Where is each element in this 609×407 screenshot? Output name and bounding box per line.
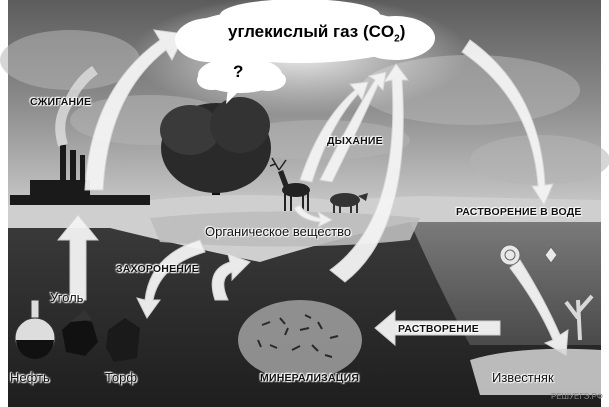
label-organic-matter: Органическое вещество: [205, 224, 352, 239]
arrow-to-organic: [293, 204, 334, 229]
coal-icon: [62, 310, 98, 356]
process-arrows: [56, 29, 569, 356]
coral-icon: [564, 294, 594, 341]
shells-icon: [499, 244, 558, 266]
peat-icon: [106, 318, 140, 362]
co2-subscript: 2: [394, 33, 400, 45]
arrow-dissolution: [374, 309, 501, 347]
bacteria-icon: [257, 314, 339, 358]
arrow-fuel-up: [56, 214, 100, 301]
label-burial: ЗАХОРОНЕНИЕ: [116, 263, 200, 275]
arrow-dissolution-water: [461, 39, 554, 207]
label-mineralization: МИНЕРАЛИЗАЦИЯ: [260, 372, 360, 384]
arrow-respiration-1: [299, 81, 369, 183]
co2-text: углекислый газ (CO: [228, 22, 395, 41]
question-mark: ?: [233, 62, 244, 81]
wolf-icon: [330, 193, 368, 213]
co2-cloud: [175, 0, 435, 104]
co2-cloud-label: углекислый газ (CO2): [228, 22, 405, 44]
co2-close-paren: ): [399, 22, 406, 41]
label-respiration: ДЫХАНИЕ: [327, 135, 383, 147]
watermark: РЕШУЕГЭ.РФ: [550, 392, 603, 401]
arrow-mineralization-up: [329, 63, 409, 283]
label-coal: Уголь: [50, 290, 84, 305]
arrow-burial: [136, 239, 206, 319]
deer-icon: [269, 157, 310, 211]
factory-icon: [10, 145, 150, 205]
organic-layer: [150, 211, 420, 247]
label-limestone: Известняк: [492, 370, 554, 385]
label-oil: Нефть: [10, 370, 50, 385]
arrow-mineralization-loop: [211, 253, 251, 301]
oil-flask-icon: [14, 299, 56, 359]
smoke: [55, 65, 98, 147]
mineral-pocket: [238, 300, 362, 380]
tree-icon: [160, 97, 271, 195]
label-dissolution-water: РАСТВОРЕНИЕ В ВОДЕ: [456, 206, 582, 218]
label-dissolution: РАСТВОРЕНИЕ: [398, 323, 479, 335]
label-peat: Торф: [105, 370, 138, 385]
label-burning: СЖИГАНИЕ: [30, 96, 92, 108]
limestone-rock: [470, 348, 601, 395]
